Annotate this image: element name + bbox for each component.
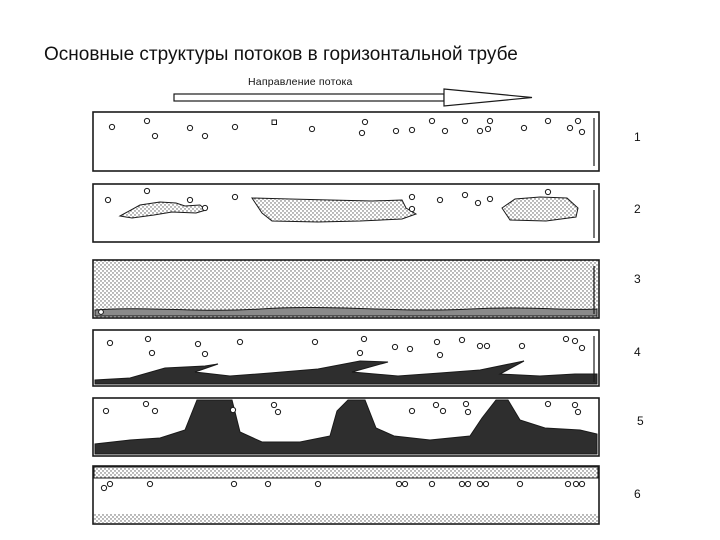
pipe-regime-1: 1 [92, 111, 641, 172]
flow-direction-arrow [173, 88, 533, 107]
regime-label-1: 1 [634, 130, 641, 144]
regime-label-5: 5 [637, 414, 644, 428]
pipe-regime-6: 6 [92, 465, 641, 525]
pipe-regime-5: 5 [92, 397, 644, 457]
top-liquid-film [93, 466, 599, 479]
regime-label-6: 6 [634, 487, 641, 501]
pipe-regime-4: 4 [92, 329, 641, 387]
liquid-layer [94, 360, 598, 385]
page-title: Основные структуры потоков в горизонталь… [44, 44, 518, 65]
flow-direction-label: Направление потока [248, 76, 353, 88]
gas-bubbles [102, 400, 582, 416]
liquid-slugs [94, 399, 598, 455]
bottom-liquid-film [94, 514, 598, 523]
pipe-regime-3: 3 [92, 259, 641, 319]
elongated-gas-plugs [118, 196, 579, 223]
pipe-regime-2: 2 [92, 183, 641, 243]
gas-bubbles [106, 335, 586, 359]
liquid-film [94, 306, 598, 317]
gas-bubbles [104, 187, 552, 213]
regime-label-2: 2 [634, 202, 641, 216]
regime-label-4: 4 [634, 345, 641, 359]
gas-bubbles [100, 480, 586, 492]
gas-bubbles [108, 117, 586, 140]
regime-label-3: 3 [634, 272, 641, 286]
